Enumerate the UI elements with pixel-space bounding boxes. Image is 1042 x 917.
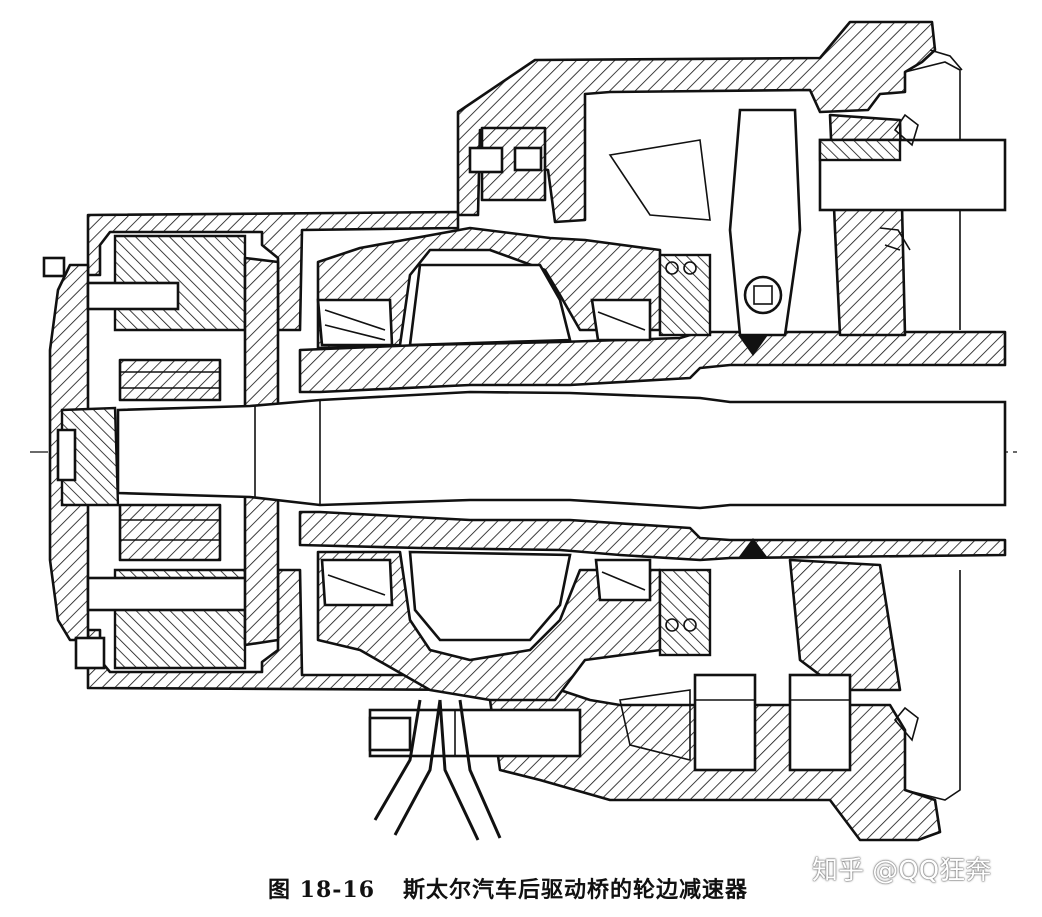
half-shaft xyxy=(116,390,1007,510)
figure-title: 斯太尔汽车后驱动桥的轮边减速器 xyxy=(403,877,749,903)
seal-lip-top xyxy=(879,227,911,251)
backing-plate-bottom xyxy=(619,689,691,762)
wheel-stud-top xyxy=(480,126,547,202)
retaining-ring-top xyxy=(893,113,919,147)
brake-cam-top xyxy=(728,108,802,337)
spindle-nut-bottom xyxy=(658,568,712,657)
brake-spider-bottom xyxy=(788,558,902,692)
watermark: 知乎 @QQ狂奔 xyxy=(812,856,992,886)
wheel-hub-top xyxy=(316,226,662,350)
retaining-ring-bottom xyxy=(893,706,919,742)
planet-gear-top xyxy=(118,358,222,402)
inner-bearing-top xyxy=(316,298,394,347)
planet-pin-bottom xyxy=(86,576,250,612)
axle-spindle-bottom xyxy=(298,510,1007,562)
hub-cavity-top xyxy=(408,263,572,347)
end-cap-bolt-top xyxy=(42,256,66,278)
cam-wedge-bottom xyxy=(738,538,768,558)
spindle-nut-top xyxy=(658,253,712,337)
cam-wedge-top xyxy=(738,335,768,356)
planet-pin-top xyxy=(86,281,180,311)
sun-gear-nut xyxy=(56,428,77,482)
wheel-reducer-cross-section-drawing xyxy=(30,20,1020,842)
inner-bearing-bottom xyxy=(320,558,394,607)
axle-spindle-top xyxy=(298,330,1007,394)
wheel-rim-spoke-right xyxy=(438,699,502,841)
caption-text: 图 18-16 斯太尔汽车后驱动桥的轮边减速器 xyxy=(268,872,748,904)
adjuster-block-bottom-left xyxy=(693,673,757,772)
cam-roller-top xyxy=(743,275,783,315)
planet-gear-bottom xyxy=(118,503,222,562)
camshaft-bushing-top xyxy=(818,138,902,162)
figure-caption: 图 18-16 斯太尔汽车后驱动桥的轮边减速器 xyxy=(0,868,1042,908)
hub-cavity-bottom xyxy=(408,550,572,642)
drum-flange-right-bottom xyxy=(904,570,961,801)
figure-number: 图 18-16 xyxy=(268,877,376,903)
wheel-rim-spoke-left xyxy=(373,699,442,836)
backing-plate-top xyxy=(608,139,711,221)
end-cap-bolt-bottom xyxy=(74,636,106,670)
adjuster-block-bottom-right xyxy=(788,673,852,772)
planetary-cover-top xyxy=(86,210,460,332)
